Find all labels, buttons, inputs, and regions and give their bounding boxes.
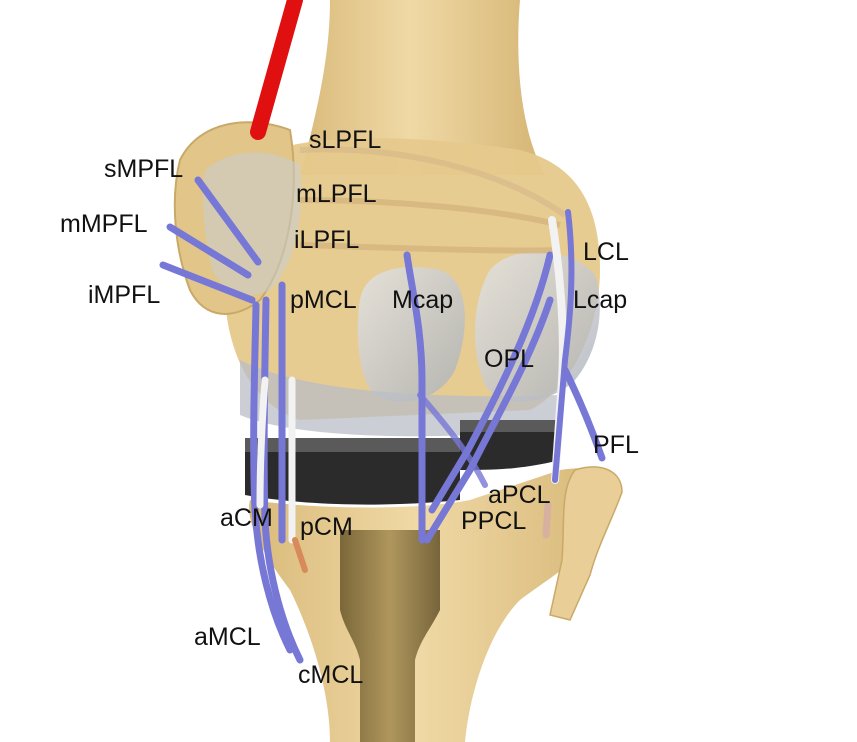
- aPCL-ligament: [417, 392, 488, 488]
- label-iLPFL: iLPFL: [294, 226, 360, 254]
- label-pMCL: pMCL: [290, 286, 357, 314]
- label-OPL: OPL: [484, 345, 535, 373]
- label-sLPFL: sLPFL: [309, 126, 382, 154]
- tibial-insert-lateral: [460, 420, 560, 470]
- label-iMPFL: iMPFL: [88, 281, 161, 309]
- quadriceps-tendon: [250, 0, 303, 140]
- medial-cartilage: [357, 267, 465, 402]
- aCM-graft: [256, 376, 269, 509]
- OPL-ligament: [428, 251, 554, 514]
- label-PPCL: PPCL: [461, 507, 527, 535]
- tibial-stem: [340, 530, 440, 742]
- label-cMCL: cMCL: [298, 661, 364, 689]
- label-Mcap: Mcap: [392, 286, 454, 314]
- Mcap-ligament: [403, 251, 426, 544]
- label-LCL: LCL: [583, 238, 629, 266]
- femur-shaft: [300, 0, 545, 175]
- label-sMPFL: sMPFL: [104, 155, 184, 183]
- label-PFL: PFL: [593, 431, 639, 459]
- label-mMPFL: mMPFL: [60, 210, 148, 238]
- tibial-insert-medial: [245, 440, 460, 505]
- aMCL-ligament: [250, 301, 294, 654]
- femoral-component: [240, 360, 560, 437]
- sLPFL-ligament: [299, 146, 567, 218]
- fibula-anchor: [542, 501, 552, 539]
- iLPFL-ligament: [299, 242, 561, 254]
- label-aCM: aCM: [220, 504, 273, 532]
- Lcap-ligament: [552, 209, 575, 483]
- label-aPCL: aPCL: [488, 481, 551, 509]
- label-mLPFL: mLPFL: [296, 180, 377, 208]
- mMPFL-ligament: [166, 223, 252, 279]
- label-pCM: pCM: [300, 513, 353, 541]
- sMPFL-ligament: [194, 176, 262, 266]
- tibial-insert-rim-medial: [245, 438, 460, 452]
- iMPFL-ligament: [159, 261, 256, 304]
- PFL-ligament: [561, 366, 606, 462]
- fibula: [549, 466, 623, 621]
- label-Lcap: Lcap: [573, 286, 628, 314]
- mLPFL-ligament: [299, 197, 561, 228]
- pCM-tail: [292, 537, 308, 573]
- cMCL-ligament: [260, 296, 304, 664]
- label-aMCL: aMCL: [194, 623, 261, 651]
